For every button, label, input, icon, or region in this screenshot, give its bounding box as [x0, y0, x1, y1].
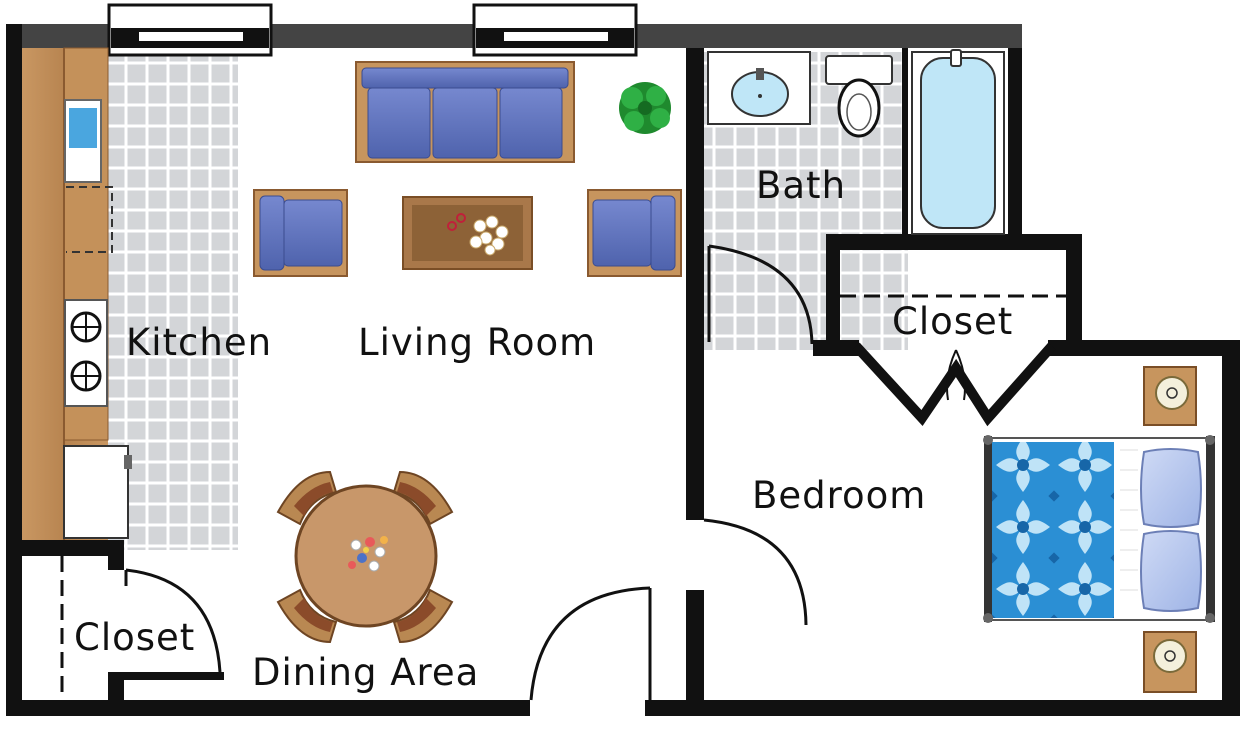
- armchair-right-icon: [587, 189, 682, 277]
- bed-icon: [983, 435, 1215, 623]
- tub-divider: [902, 48, 908, 236]
- bedroom-closet-doors-icon: [852, 342, 1056, 427]
- refrigerator-icon: [63, 445, 132, 539]
- bath-label: Bath: [756, 164, 846, 207]
- kitchen-sink-icon: [64, 99, 102, 183]
- stove-icon: [64, 299, 108, 407]
- bath-door-icon: [707, 244, 814, 345]
- toilet-icon: [825, 55, 893, 138]
- bedroom-closet-label: Closet: [892, 300, 1013, 343]
- bathroom-sink-icon: [707, 51, 811, 125]
- pillow-bottom: [1140, 530, 1202, 612]
- armchair-left-icon: [253, 189, 348, 277]
- nightstand-top-icon: [1143, 366, 1197, 426]
- walls: [6, 24, 1240, 716]
- dining-table-icon: [276, 470, 454, 644]
- bedroom-door-icon: [703, 518, 808, 626]
- bedroom-label: Bedroom: [752, 474, 926, 517]
- coffee-table-icon: [402, 196, 533, 270]
- entry-closet-door-icon: [124, 568, 222, 673]
- sofa-icon: [355, 61, 575, 163]
- bathtub-icon: [911, 49, 1005, 235]
- pillow-top: [1140, 448, 1202, 528]
- entry-closet-label: Closet: [74, 616, 195, 659]
- living-room-label: Living Room: [358, 321, 596, 364]
- window-left: [107, 3, 273, 57]
- entry-door-icon: [529, 586, 652, 701]
- dining-area-label: Dining Area: [252, 651, 479, 694]
- closet-door-hinge-icon: [946, 349, 966, 401]
- nightstand-bottom-icon: [1143, 631, 1197, 693]
- dishwasher-icon: [66, 186, 113, 253]
- window-right: [472, 3, 638, 57]
- plant-icon: [619, 82, 671, 134]
- kitchen-label: Kitchen: [126, 321, 272, 364]
